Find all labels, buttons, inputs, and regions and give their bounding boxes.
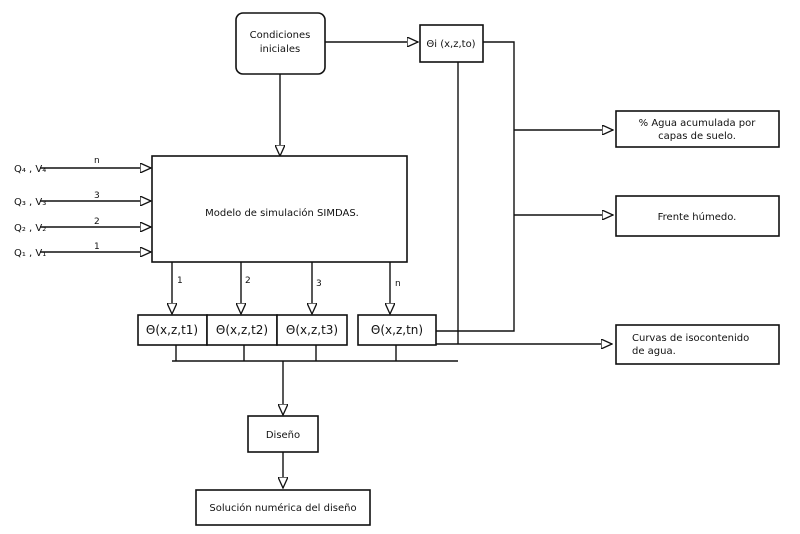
bus-theta0-right bbox=[436, 41, 515, 332]
input-labels: Q₄ , V₄ n Q₃ , V₃ 3 Q₂ , V₂ 2 Q₁ , V₁ 1 bbox=[14, 156, 100, 259]
output-numbers: 1 2 3 n bbox=[177, 276, 401, 289]
theta-initial-label: Θi (x,z,to) bbox=[426, 39, 475, 50]
input-number-3: 3 bbox=[94, 191, 100, 201]
theta-t1-label: Θ(x,z,t1) bbox=[146, 323, 198, 337]
isocontent-line2: de agua. bbox=[632, 346, 676, 357]
theta-t3-label: Θ(x,z,t3) bbox=[286, 323, 338, 337]
box-water-accumulated: % Agua acumulada por capas de suelo. bbox=[615, 110, 780, 148]
box-theta-initial: Θi (x,z,to) bbox=[419, 24, 484, 63]
simdas-model-label: Modelo de simulación SIMDAS. bbox=[205, 207, 359, 219]
box-simdas-model: Modelo de simulación SIMDAS. bbox=[151, 155, 408, 263]
theta-t2-label: Θ(x,z,t2) bbox=[216, 323, 268, 337]
box-theta-t3: Θ(x,z,t3) bbox=[276, 314, 348, 346]
water-accumulated-line2: capas de suelo. bbox=[658, 131, 736, 142]
theta-tn-label: Θ(x,z,tn) bbox=[371, 323, 423, 337]
input-number-2: 2 bbox=[94, 217, 100, 227]
design-label: Diseño bbox=[266, 430, 300, 441]
numeric-solution-label: Solución numérica del diseño bbox=[209, 502, 356, 514]
input-number-1: 1 bbox=[94, 242, 100, 252]
box-numeric-solution: Solución numérica del diseño bbox=[195, 489, 371, 526]
output-number-2: 2 bbox=[245, 276, 251, 286]
initial-conditions-line2: iniciales bbox=[260, 44, 300, 55]
output-number-n: n bbox=[395, 279, 401, 289]
input-label-1: Q₁ , V₁ bbox=[14, 248, 46, 259]
box-theta-tn: Θ(x,z,tn) bbox=[357, 314, 437, 346]
input-label-3: Q₃ , V₃ bbox=[14, 197, 46, 208]
isocontent-line1: Curvas de isocontenido bbox=[632, 333, 749, 344]
initial-conditions-line1: Condiciones bbox=[250, 30, 311, 41]
box-theta-t1: Θ(x,z,t1) bbox=[137, 314, 208, 346]
output-number-1: 1 bbox=[177, 276, 183, 286]
wet-front-label: Frente húmedo. bbox=[658, 211, 737, 223]
box-design: Diseño bbox=[247, 415, 319, 453]
input-label-2: Q₂ , V₂ bbox=[14, 223, 46, 234]
box-theta-t2: Θ(x,z,t2) bbox=[206, 314, 278, 346]
box-isocontent-curves: Curvas de isocontenido de agua. bbox=[615, 324, 780, 365]
water-accumulated-line1: % Agua acumulada por bbox=[639, 118, 757, 129]
input-label-4: Q₄ , V₄ bbox=[14, 164, 46, 175]
box-initial-conditions: Condiciones iniciales bbox=[235, 12, 326, 75]
connectors bbox=[40, 42, 613, 488]
box-wet-front: Frente húmedo. bbox=[615, 195, 780, 237]
input-number-4: n bbox=[94, 156, 100, 166]
output-number-3: 3 bbox=[316, 279, 322, 289]
